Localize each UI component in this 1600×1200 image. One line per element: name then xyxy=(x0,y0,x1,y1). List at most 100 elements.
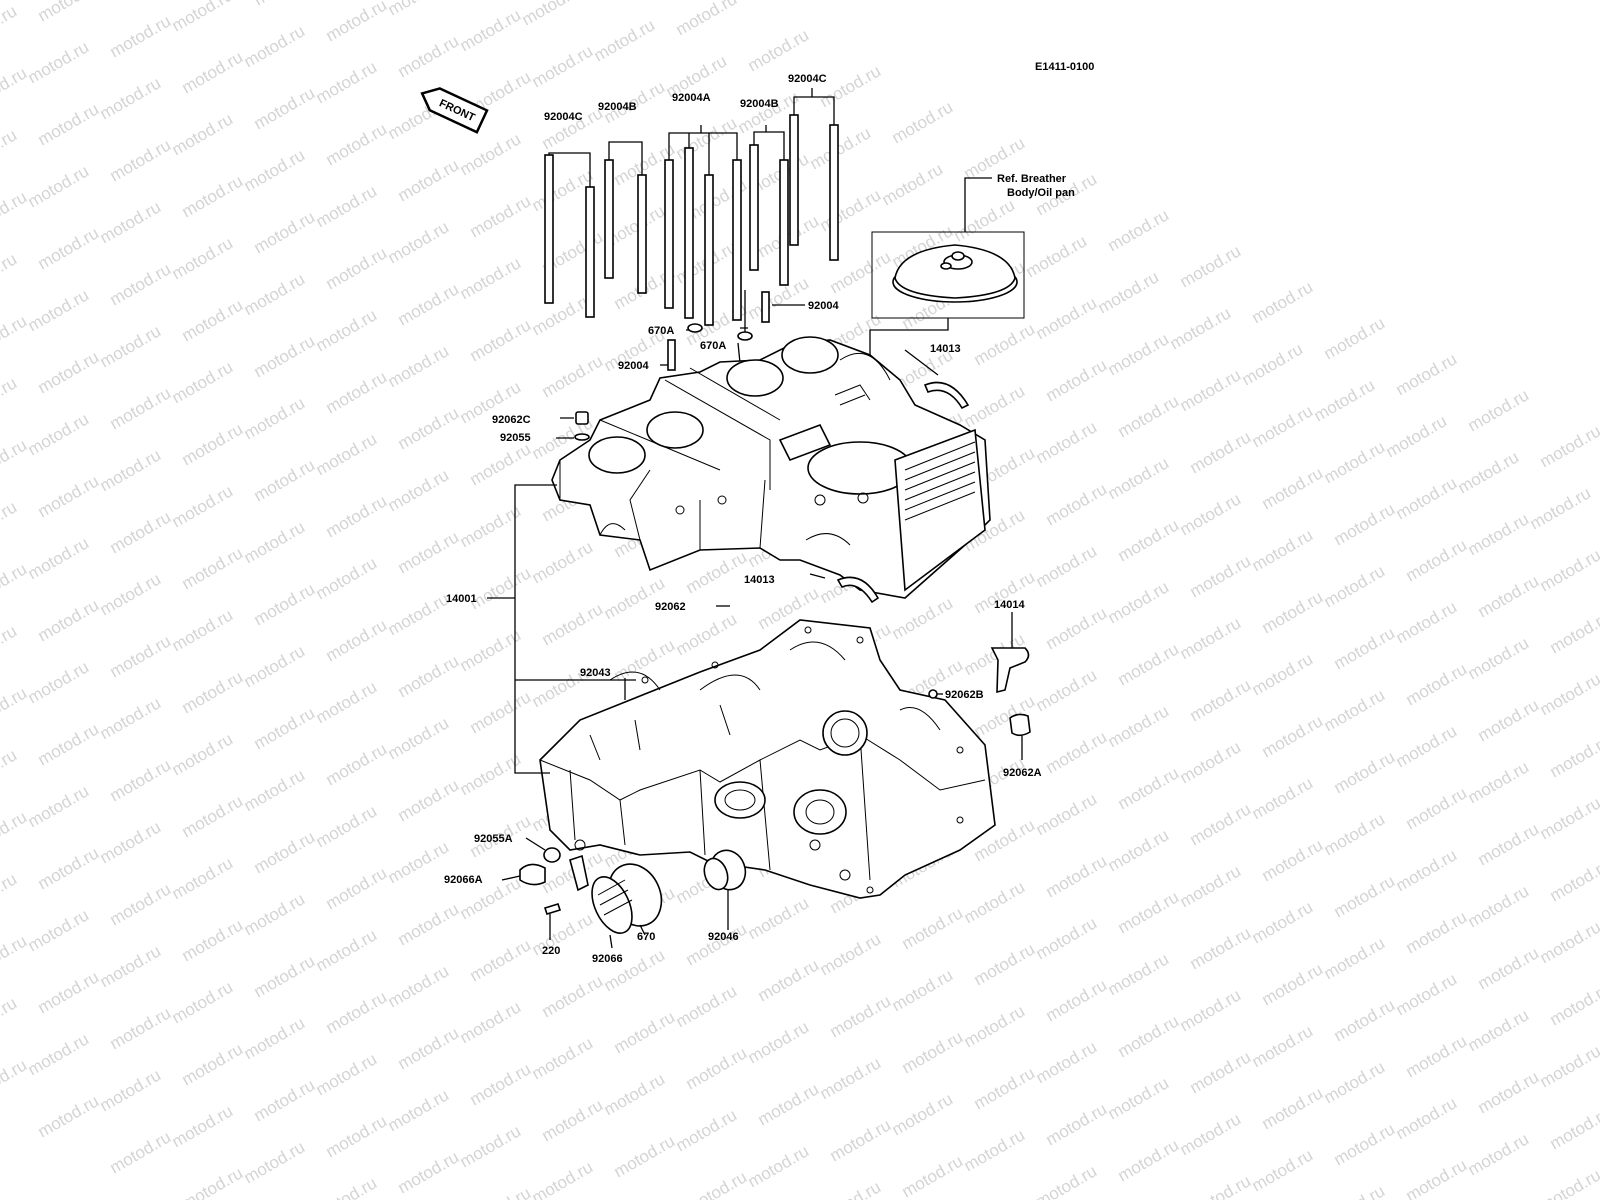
label-92055A: 92055A xyxy=(474,833,513,845)
watermark-text: motod.ru xyxy=(169,605,237,655)
watermark-text: motod.ru xyxy=(1187,799,1255,849)
watermark-text: motod.ru xyxy=(35,967,103,1017)
stud-short xyxy=(667,339,676,371)
watermark-text: motod.ru xyxy=(889,593,957,643)
watermark-text: motod.ru xyxy=(745,1017,813,1067)
stud xyxy=(544,154,554,304)
watermark-text: motod.ru xyxy=(611,1131,679,1181)
watermark-text: motod.ru xyxy=(323,1111,391,1161)
watermark-text: motod.ru xyxy=(313,1049,381,1099)
watermark-text: motod.ru xyxy=(1465,1129,1533,1179)
watermark-text: motod.ru xyxy=(35,471,103,521)
watermark-text: motod.ru xyxy=(961,1125,1029,1175)
watermark-text: motod.ru xyxy=(1393,1093,1461,1143)
stud xyxy=(684,147,694,319)
stud xyxy=(637,174,647,294)
upper-crankcase xyxy=(551,336,991,599)
watermark-text: motod.ru xyxy=(323,491,391,541)
watermark-text: motod.ru xyxy=(251,455,319,505)
label-14013-mid: 14013 xyxy=(744,574,775,586)
watermark-text: motod.ru xyxy=(683,1043,751,1093)
watermark-text: motod.ru xyxy=(1043,975,1111,1025)
watermark-text: motod.ru xyxy=(25,1029,93,1079)
watermark-text: motod.ru xyxy=(1249,649,1317,699)
watermark-text: motod.ru xyxy=(0,1,20,51)
watermark-text: motod.ru xyxy=(251,951,319,1001)
watermark-text: motod.ru xyxy=(107,507,175,557)
watermark-text: motod.ru xyxy=(313,57,381,107)
watermark-text: motod.ru xyxy=(385,465,453,515)
watermark-text: motod.ru xyxy=(1393,349,1461,399)
watermark-text: motod.ru xyxy=(1115,1135,1183,1185)
watermark-text: motod.ru xyxy=(457,129,525,179)
watermark-text: motod.ru xyxy=(1527,483,1595,533)
main-bearing-shells xyxy=(836,381,970,604)
watermark-text: motod.ru xyxy=(241,1137,309,1187)
watermark-text: motod.ru xyxy=(1537,1165,1600,1200)
watermark-text: motod.ru xyxy=(601,1069,669,1119)
watermark-text: motod.ru xyxy=(1321,933,1389,983)
watermark-text: motod.ru xyxy=(0,993,20,1043)
watermark-text: motod.ru xyxy=(0,621,20,671)
oil-gallery-box xyxy=(894,428,986,592)
watermark-text: motod.ru xyxy=(241,21,309,71)
watermark-text: motod.ru xyxy=(673,0,741,39)
watermark-text: motod.ru xyxy=(971,939,1039,989)
watermark-text: motod.ru xyxy=(1259,711,1327,761)
watermark-text: motod.ru xyxy=(1311,375,1379,425)
watermark-text: motod.ru xyxy=(673,981,741,1031)
watermark-text: motod.ru xyxy=(1043,851,1111,901)
watermark-text: motod.ru xyxy=(1547,979,1600,1029)
watermark-text: motod.ru xyxy=(745,25,813,75)
watermark-text: motod.ru xyxy=(395,1147,463,1197)
watermark-text: motod.ru xyxy=(961,1001,1029,1051)
label-92062: 92062 xyxy=(655,601,686,613)
watermark-text: motod.ru xyxy=(971,319,1039,369)
watermark-text: motod.ru xyxy=(1393,969,1461,1019)
watermark-text: motod.ru xyxy=(1547,607,1600,657)
watermark-text: motod.ru xyxy=(1033,913,1101,963)
watermark-text: motod.ru xyxy=(241,765,309,815)
watermark-text: motod.ru xyxy=(529,41,597,91)
watermark-text: motod.ru xyxy=(827,1115,895,1165)
watermark-text: motod.ru xyxy=(745,893,813,943)
watermark-text: motod.ru xyxy=(827,991,895,1041)
watermark-text: motod.ru xyxy=(1033,1161,1101,1200)
watermark-text: motod.ru xyxy=(1321,437,1389,487)
watermark-text: motod.ru xyxy=(951,195,1019,245)
watermark-text: motod.ru xyxy=(395,403,463,453)
stud xyxy=(664,159,674,309)
watermark-text: motod.ru xyxy=(1475,943,1543,993)
watermark-text: motod.ru xyxy=(179,47,247,97)
label-92004B-left: 92004B xyxy=(598,101,637,113)
watermark-text: motod.ru xyxy=(323,739,391,789)
part-labels: 92004C 92004B 92004A 92004B 92004C 92004… xyxy=(444,73,1075,965)
watermark-text: motod.ru xyxy=(251,1075,319,1125)
watermark-text: motod.ru xyxy=(179,1163,247,1200)
watermark-text: motod.ru xyxy=(529,1033,597,1083)
watermark-text: motod.ru xyxy=(1249,277,1317,327)
watermark-text: motod.ru xyxy=(323,367,391,417)
watermark-text: motod.ru xyxy=(457,5,525,55)
watermark-text: motod.ru xyxy=(1177,985,1245,1035)
watermark-text: motod.ru xyxy=(467,687,535,737)
watermark-text: motod.ru xyxy=(313,181,381,231)
stud xyxy=(732,159,742,321)
watermark-text: motod.ru xyxy=(611,1007,679,1057)
label-14014: 14014 xyxy=(994,599,1025,611)
label-92066: 92066 xyxy=(592,953,623,965)
watermark-text: motod.ru xyxy=(1033,417,1101,467)
watermark-text: motod.ru xyxy=(241,1013,309,1063)
watermark-text: motod.ru xyxy=(35,843,103,893)
watermark-text: motod.ru xyxy=(323,243,391,293)
watermark-text: motod.ru xyxy=(1321,1181,1389,1200)
seal-and-bearing xyxy=(591,849,747,949)
watermark-text: motod.ru xyxy=(1403,1031,1471,1081)
watermark-text: motod.ru xyxy=(1331,995,1399,1045)
watermark-text: motod.ru xyxy=(169,481,237,531)
watermark-text: motod.ru xyxy=(755,955,823,1005)
label-670A-right: 670A xyxy=(700,340,726,352)
watermark-text: motod.ru xyxy=(1177,613,1245,663)
washer xyxy=(737,331,753,341)
